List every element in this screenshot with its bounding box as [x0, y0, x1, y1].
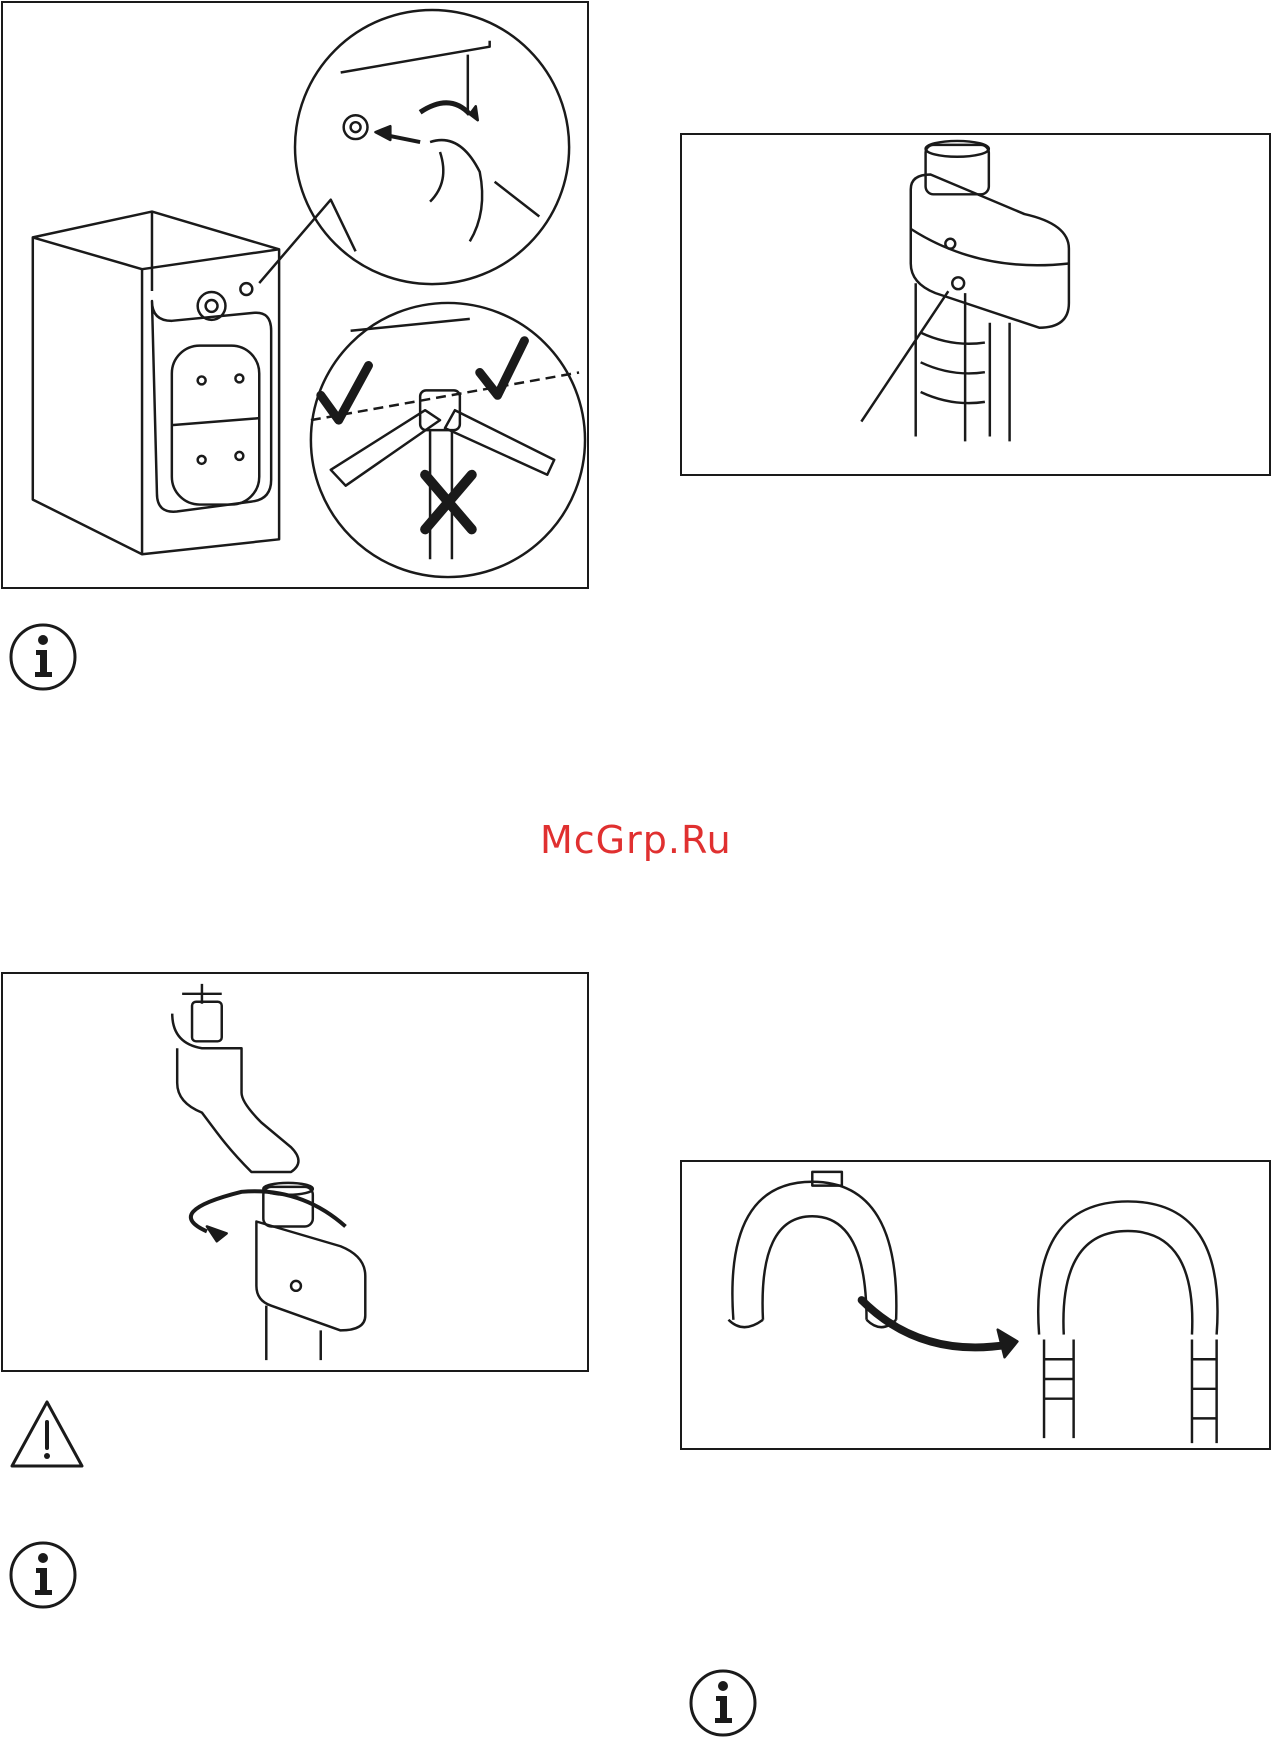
hose-guide-illustration	[682, 1162, 1269, 1448]
warning-icon	[8, 1398, 86, 1470]
tap-connection-figure	[1, 972, 589, 1372]
washing-machine-illustration	[3, 3, 587, 587]
watermark-text: McGrp.Ru	[540, 818, 732, 862]
hose-guide-figure	[680, 1160, 1271, 1450]
tap-connection-illustration	[3, 974, 587, 1370]
washing-machine-inlet-angle-figure	[1, 1, 589, 589]
info-icon	[688, 1668, 758, 1738]
info-icon	[8, 1540, 78, 1610]
info-icon	[8, 622, 78, 692]
hose-connector-illustration	[682, 135, 1269, 474]
hose-connector-figure	[680, 133, 1271, 476]
